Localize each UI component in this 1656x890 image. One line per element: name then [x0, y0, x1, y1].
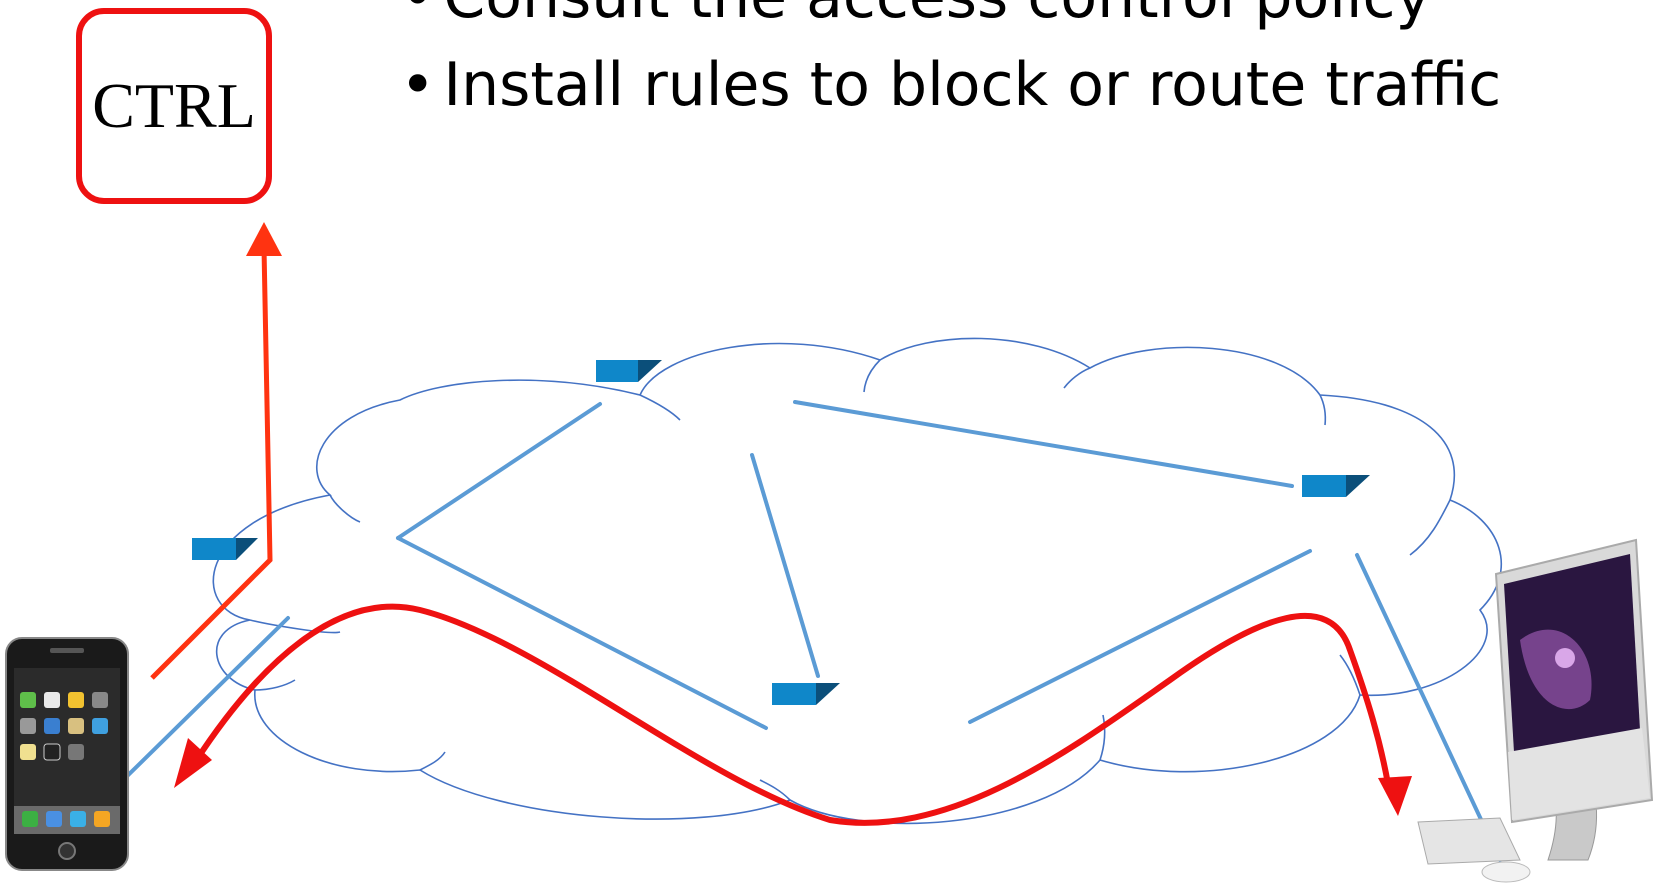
switch-bottom-center — [772, 683, 840, 705]
link-right-to-desktop — [1357, 555, 1500, 860]
phone-icon — [6, 638, 128, 870]
link-bottom-right-to-right — [970, 551, 1310, 722]
switch-right — [1302, 475, 1370, 497]
link-center-to-bottom — [398, 538, 766, 728]
desktop-computer-icon — [1418, 540, 1652, 882]
switch-left — [192, 538, 258, 560]
link-top-left-to-center — [398, 404, 600, 538]
controller-channel — [152, 248, 270, 678]
traffic-arrowhead-right — [1378, 776, 1412, 816]
traffic-path — [190, 607, 1388, 823]
link-top-center-to-bottom-center — [752, 455, 818, 676]
controller-arrowhead — [246, 222, 282, 256]
link-top-center-to-right — [795, 402, 1292, 486]
